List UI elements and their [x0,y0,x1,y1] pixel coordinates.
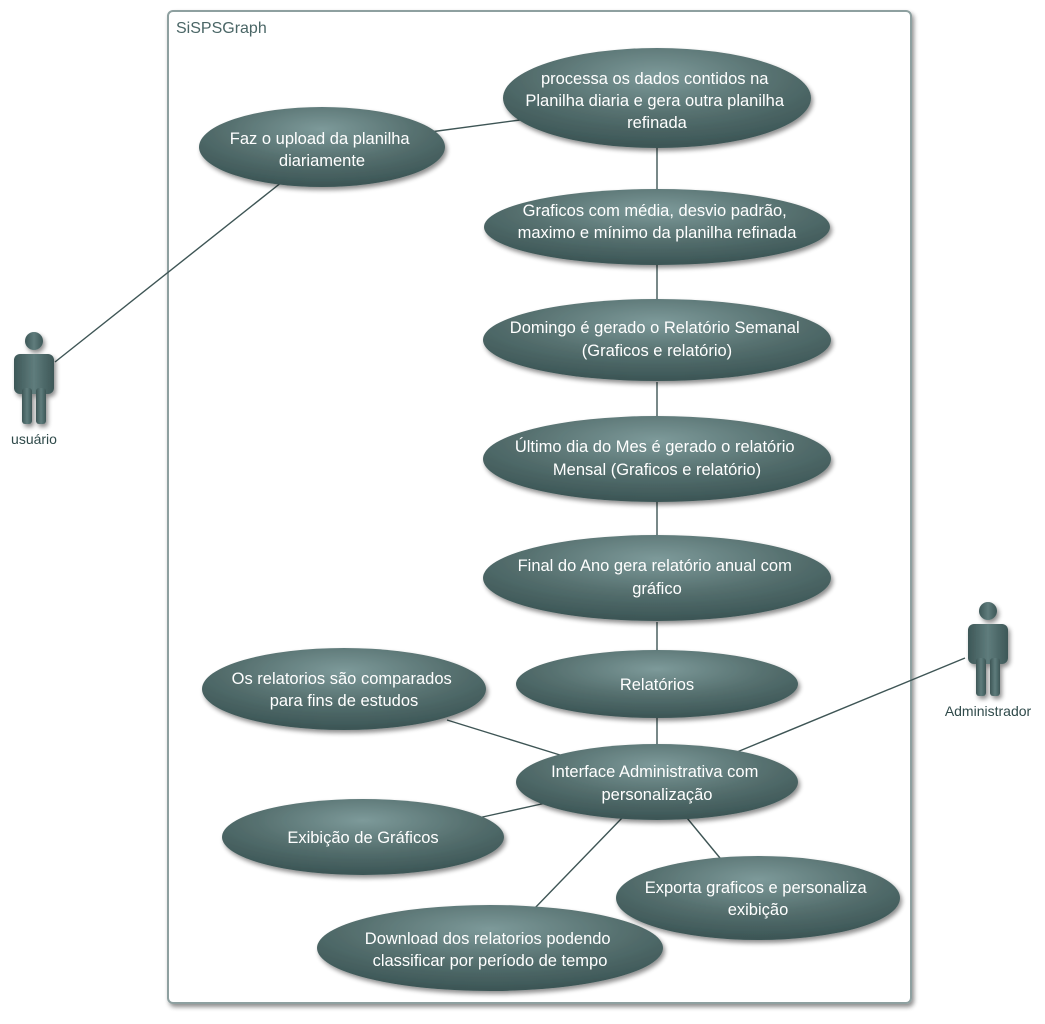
user-actor-icon [14,332,54,424]
svg-text:Relatórios: Relatórios [620,676,694,694]
actor-admin-label: Administrador [945,703,1032,719]
use-case-processa-line-2: Planilha diaria e gera outra planilha [525,92,784,110]
use-case-upload-line-1: Faz o upload da planilha [230,130,411,148]
use-case-comparados[interactable]: Os relatorios são comparados para fins d… [202,648,486,730]
use-case-final[interactable]: Final do Ano gera relatório anual com gr… [483,535,831,621]
svg-text:Graficos com média, desvio pad: Graficos com média, desvio padrão, maxim… [518,202,798,242]
connectors [54,119,966,911]
use-case-interface-line-1: Interface Administrativa com [551,763,758,781]
use-case-exporta-line-2: exibição [728,901,789,919]
use-case-download-line-2: classificar por período de tempo [373,952,608,970]
use-case-comparados-line-2: para fins de estudos [270,692,419,710]
line-comparados-interface [446,719,561,756]
use-case-processa-line-1: processa os dados contidos na [541,70,769,88]
line-upload-processa [429,119,521,133]
line-interface-exibicao [477,802,547,819]
use-case-processa-line-3: refinada [627,114,687,132]
use-case-exibicao-line-1: Exibição de Gráficos [287,829,438,847]
svg-text:processa os dados contidos na: processa os dados contidos na Planilha d… [525,70,788,132]
svg-text:Final do Ano gera relatório an: Final do Ano gera relatório anual com gr… [518,557,797,598]
use-case-domingo[interactable]: Domingo é gerado o Relatório Semanal (Gr… [483,299,831,381]
svg-text:Download dos relatorios podend: Download dos relatorios podendo classifi… [365,930,615,970]
system-title: SiSPSGraph [176,20,267,37]
use-case-upload[interactable]: Faz o upload da planilha diariamente [199,107,445,187]
svg-text:Último dia do Mes é gerado o r: Último dia do Mes é gerado o relatório M… [515,437,799,479]
line-interface-exporta [686,817,721,859]
use-case-graficos-line-1: Graficos com média, desvio padrão, [523,202,787,220]
use-case-upload-line-2: diariamente [279,152,365,170]
use-case-ultimo-line-1: Último dia do Mes é gerado o relatório [515,437,795,456]
use-case-ultimo[interactable]: Último dia do Mes é gerado o relatório M… [483,416,831,502]
use-case-comparados-line-1: Os relatorios são comparados [232,670,452,688]
actor-admin[interactable] [968,602,1008,696]
svg-text:Os relatorios são comparados: Os relatorios são comparados para fins d… [232,670,457,710]
use-case-interface-line-2: personalização [602,786,713,804]
actor-user-label: usuário [11,431,57,447]
svg-text:Interface Administrativa com: Interface Administrativa com personaliza… [551,763,763,804]
line-admin-interface [736,657,966,753]
actor-user[interactable] [14,332,54,424]
line-user-upload [54,181,283,363]
svg-text:Faz o upload da planilha: Faz o upload da planilha diariamente [230,130,414,170]
use-case-domingo-line-1: Domingo é gerado o Relatório Semanal [510,319,800,337]
use-case-exporta[interactable]: Exporta graficos e personaliza exibição [616,856,900,940]
line-interface-download [532,817,623,911]
use-case-final-line-2: gráfico [632,580,682,598]
use-case-final-line-1: Final do Ano gera relatório anual com [518,557,792,575]
use-case-domingo-line-2: (Graficos e relatório) [582,342,732,360]
use-case-relatorios-line-1: Relatórios [620,676,694,694]
use-case-interface[interactable]: Interface Administrativa com personaliza… [516,744,798,820]
use-case-graficos-line-2: maximo e mínimo da planilha refinada [518,224,798,242]
admin-actor-icon [968,602,1008,696]
use-case-relatorios[interactable]: Relatórios [516,650,798,718]
svg-text:Exporta graficos e personaliza: Exporta graficos e personaliza exibição [645,879,872,919]
use-case-exporta-line-1: Exporta graficos e personaliza [645,879,868,897]
svg-text:Exibição de Gráficos: Exibição de Gráficos [287,829,438,847]
use-case-ultimo-line-2: Mensal (Graficos e relatório) [553,461,761,479]
use-case-graficos[interactable]: Graficos com média, desvio padrão, maxim… [484,189,830,265]
use-case-download[interactable]: Download dos relatorios podendo classifi… [317,905,663,991]
use-case-exibicao[interactable]: Exibição de Gráficos [222,799,504,875]
svg-text:Domingo é gerado o Relatório S: Domingo é gerado o Relatório Semanal (Gr… [510,319,804,360]
use-case-processa[interactable]: processa os dados contidos na Planilha d… [503,48,811,148]
use-case-download-line-1: Download dos relatorios podendo [365,930,611,948]
